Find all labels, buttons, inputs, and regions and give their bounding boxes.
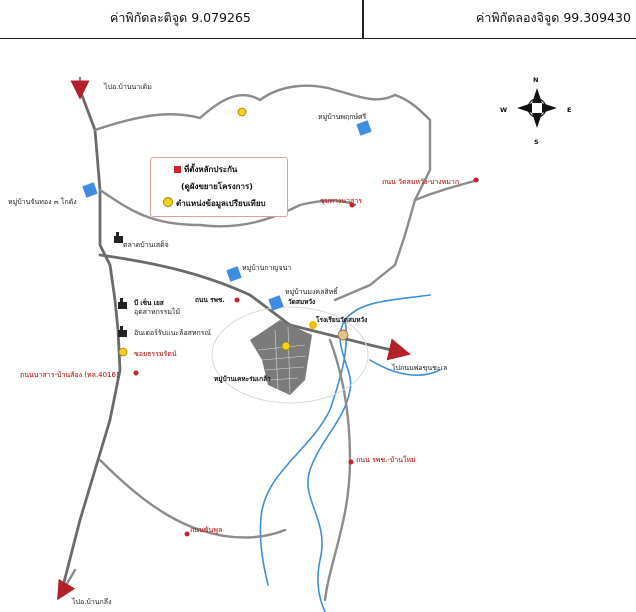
- legend-site-sub-label: (ดูผังขยายโครงการ): [181, 182, 253, 191]
- compass-south: S: [534, 138, 539, 146]
- longitude-label: ค่าพิกัดลองจิจูด 99.309430: [476, 10, 631, 25]
- village-housing-block: [250, 320, 312, 395]
- label-center-market: อินเตอร์รับแนะล้อสหกรณ์: [134, 329, 212, 337]
- village-housing-grid: [257, 326, 307, 394]
- factory-icon-1: [114, 232, 123, 243]
- building-icon-kanchana: [226, 266, 242, 282]
- label-seven-eleven: บี เซ็น เยส: [134, 298, 164, 307]
- label-canal-road: ซอยธรรมรัตน์: [134, 350, 177, 358]
- temple-icon: [337, 329, 349, 341]
- road-central: [98, 253, 411, 361]
- latitude-label: ค่าพิกัดละติจูด 9.079265: [110, 10, 251, 25]
- river-east: [369, 359, 441, 376]
- label-road-wat-sommai: ถนน วัดสมหวัง-บางหมาก: [382, 178, 459, 186]
- label-village-kanchana: หมู่บ้านกาญจนา: [242, 264, 291, 272]
- factory-icon-2: [118, 298, 127, 309]
- comparison-point-1-village[interactable]: [281, 341, 291, 351]
- legend-comparison-label: ตำแหน่งข้อมูลเปรียบเทียบ: [176, 199, 266, 208]
- label-road-rophor-ban-mai: ถนน รพช.-บ้านใหม่: [356, 455, 416, 464]
- compass-west: W: [500, 106, 507, 114]
- header-divider: [362, 0, 364, 38]
- road-south-east: [323, 338, 352, 602]
- road-north-loop: [93, 84, 432, 132]
- label-to-ban-khlong: ไปอ.บ้านกลึง: [71, 597, 112, 606]
- road-east-north: [333, 118, 432, 302]
- road-inner-loop: [98, 188, 357, 228]
- label-highway-4016: ถนนนาสาร-บ้านส้อง (ทล.4016): [20, 371, 119, 379]
- label-road-rophor: ถนน รพช.: [195, 296, 225, 304]
- site-zone-outline: [211, 306, 369, 404]
- label-to-ban-na-doem: ไปอ.บ้านนาเดิม: [103, 82, 152, 91]
- compass-north: N: [533, 76, 538, 84]
- marker-dot-rophor: [234, 297, 240, 303]
- comparison-point-2-north[interactable]: [237, 107, 247, 117]
- marker-dot-sub-road: [184, 531, 190, 537]
- marker-dot-4016: [133, 370, 139, 376]
- label-school: โรงเรียนวัดสมหวัง: [315, 315, 367, 324]
- road-wat-sommai: [413, 178, 480, 202]
- river-main: [307, 294, 431, 612]
- marker-dot-choom: [349, 202, 355, 208]
- road-south-exit: [57, 568, 77, 601]
- factory-icon-3: [118, 326, 127, 337]
- site-square-icon: [174, 166, 181, 173]
- legend-site-sub-row: (ดูผังขยายโครงการ): [181, 180, 253, 193]
- comparison-point-3-west[interactable]: [118, 347, 128, 357]
- label-ban-sadet: ตลาดบ้านเสด็จ: [123, 240, 169, 249]
- legend-comparison-row: ตำแหน่งข้อมูลเปรียบเทียบ: [163, 197, 266, 210]
- label-village-chokchai: หมู่บ้านเคหะร่มเกล้า: [214, 374, 271, 384]
- building-icon-chan-thong: [82, 182, 98, 198]
- label-village-chan-thong: หมู่บ้านจันทอง ๓ โกดัง: [8, 197, 77, 206]
- label-industrial: อุตสาหกรรมไม้: [134, 307, 180, 316]
- legend-site-label: ที่ตั้งหลักประกัน: [184, 165, 238, 174]
- marker-dot-ban-mai: [348, 459, 354, 465]
- label-village-mongkhon: หมู่บ้านมงคลสิทธิ์: [285, 286, 339, 296]
- compass-rose: [517, 88, 557, 128]
- building-icon-pruet-si: [356, 120, 372, 136]
- label-to-phunphin: ไปถนนพ่อขุนชะเล: [391, 363, 447, 372]
- river-branch: [259, 319, 348, 586]
- label-road-sub: ถนนซันพูล: [190, 526, 222, 534]
- road-west-north: [60, 88, 122, 592]
- label-village-pruet-si: หมู่บ้านพฤกษ์ศรี: [318, 113, 367, 121]
- school-icon: [309, 321, 317, 329]
- road-southwest: [98, 458, 287, 539]
- comparison-dot-icon: [163, 197, 173, 207]
- location-map[interactable]: N S W E ไปอ.บ้านนาเดิม หมู่บ้านพฤกษ์ศรี …: [0, 40, 636, 612]
- map-legend: ที่ตั้งหลักประกัน (ดูผังขยายโครงการ) ตำแ…: [150, 157, 288, 217]
- building-icon-mongkhon: [268, 295, 284, 311]
- legend-site-row: ที่ตั้งหลักประกัน: [174, 163, 237, 176]
- label-choom-kaew: ชุมทางนาสาร: [320, 197, 362, 205]
- marker-dot-wat-sommai-road: [473, 177, 479, 183]
- label-wat-sommai: วัดสมหวัง: [288, 298, 315, 306]
- coordinates-header: ค่าพิกัดละติจูด 9.079265 ค่าพิกัดลองจิจู…: [0, 0, 636, 39]
- compass-east: E: [567, 106, 571, 114]
